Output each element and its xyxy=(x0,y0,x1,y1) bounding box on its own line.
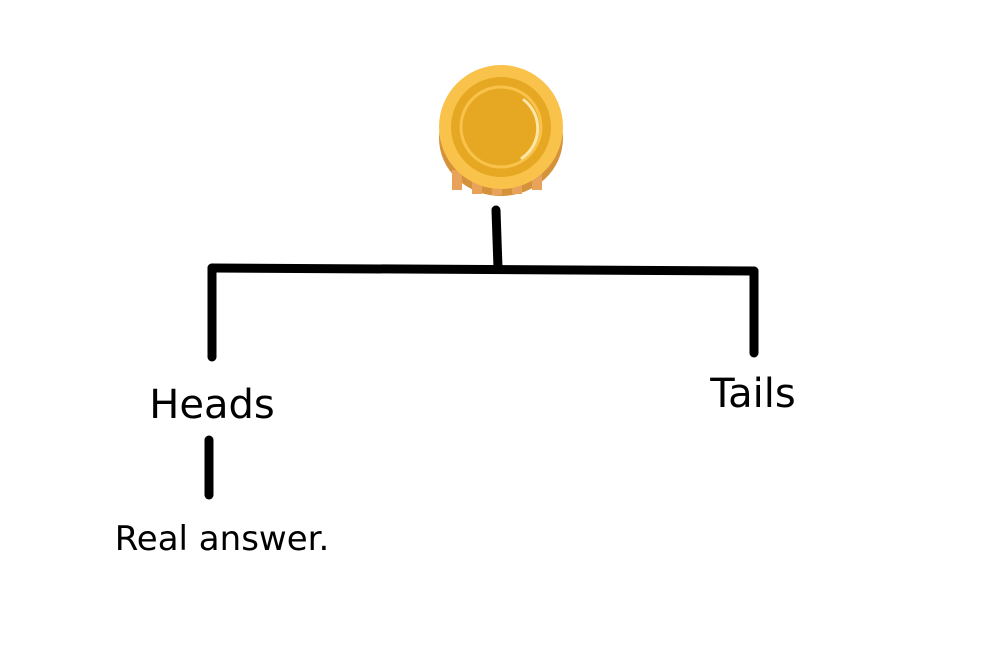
coin-icon xyxy=(439,65,563,196)
real-answer-label: Real answer. xyxy=(115,519,330,559)
tails-label: Tails xyxy=(709,371,795,417)
tree-connectors xyxy=(204,205,759,500)
coin-highlight xyxy=(520,98,540,160)
heads-label: Heads xyxy=(149,382,274,428)
horizontal-branch xyxy=(207,263,759,276)
root-stem xyxy=(491,205,503,273)
